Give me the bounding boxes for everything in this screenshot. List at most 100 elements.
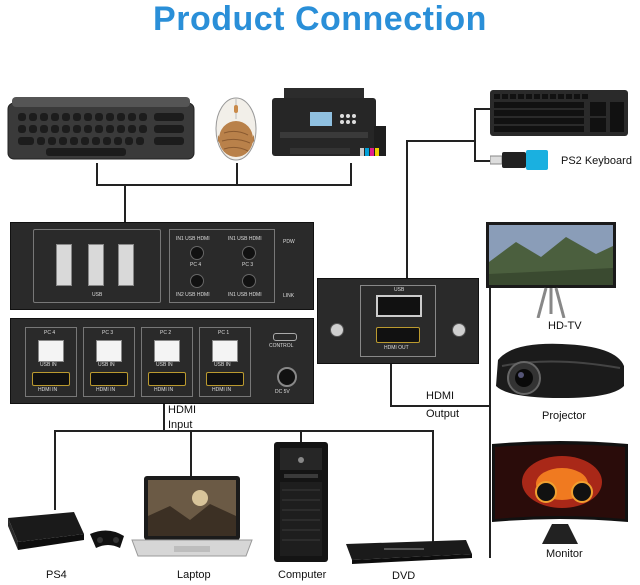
ps2-keyboard-label: PS2 Keyboard — [561, 155, 632, 167]
mouse-image — [212, 95, 260, 163]
input-bus-line — [54, 430, 434, 432]
control-label: CONTROL — [269, 343, 294, 349]
pc1-hdmi-in-label: HDMI IN — [212, 387, 232, 393]
keyboard-drop-line — [96, 163, 98, 185]
extender-usb-label: USB — [394, 287, 405, 293]
pc1-usb-in-port — [212, 340, 238, 362]
pc3-hdmi-in-port — [90, 372, 128, 386]
power-led-label: PDW — [283, 239, 295, 245]
extender-screw-right — [452, 323, 466, 337]
hdmi-output-label-line1: HDMI — [426, 390, 455, 402]
extender-usb-port — [376, 295, 422, 317]
pc2-hdmi-in-label: HDMI IN — [154, 387, 174, 393]
peripheral-bus-line — [96, 184, 352, 186]
usb-port-group: USB — [33, 229, 161, 303]
ps2-horizontal-top-line — [406, 140, 476, 142]
pc2-usb-in-port — [154, 340, 180, 362]
ps4-image — [4, 508, 128, 560]
pc4-port-label: IN1 USB HDMI — [176, 236, 210, 242]
pc4-button[interactable] — [190, 246, 204, 260]
usb-port-2 — [88, 244, 104, 286]
pc1-button[interactable] — [242, 274, 256, 288]
hdtv-label: HD-TV — [548, 320, 582, 332]
usb-port-3 — [118, 244, 134, 286]
ps2-right-h-line — [474, 160, 490, 162]
dvd-label: DVD — [392, 570, 416, 582]
laptop-drop-line — [190, 430, 192, 476]
computer-drop-line — [300, 430, 302, 442]
pc4-usb-in-port — [38, 340, 64, 362]
pc3-hdmi-in-label: HDMI IN — [96, 387, 116, 393]
output-vertical-line — [489, 258, 491, 558]
extender-down-line — [390, 362, 392, 406]
pc3-port-label: IN1 USB HDMI — [228, 236, 262, 242]
extender-hdmi-out-port — [376, 327, 420, 343]
back-pc2-label: PC 2 — [160, 330, 172, 336]
back-pc1-label: PC 1 — [218, 330, 230, 336]
monitor-image — [490, 440, 630, 548]
ps4-drop-line — [54, 430, 56, 510]
projector-image — [492, 340, 628, 402]
pc1-back-group: PC 1 USB IN HDMI IN — [199, 327, 251, 397]
laptop-label: Laptop — [177, 569, 211, 581]
laptop-image — [130, 476, 254, 560]
keyboard-right-h-line — [474, 108, 490, 110]
mouse-drop-line — [236, 163, 238, 185]
front-usb-label: USB — [92, 292, 103, 298]
hdmi-output-label-line2: Output — [426, 408, 460, 420]
projector-label: Projector — [542, 410, 587, 422]
page-title: Product Connection — [153, 0, 487, 38]
dvd-drop-line — [432, 430, 434, 542]
pc4-hdmi-in-port — [32, 372, 70, 386]
pc3-usb-in-label: USB IN — [98, 362, 115, 368]
computer-image — [272, 440, 330, 564]
pc3-button[interactable] — [242, 246, 256, 260]
pc2-back-group: PC 2 USB IN HDMI IN — [141, 327, 193, 397]
pc3-usb-in-port — [96, 340, 122, 362]
kvm-switch-front: USB IN1 USB HDMI IN1 USB HDMI PC 4 PC 3 … — [10, 222, 314, 310]
hdmi-output-h-line — [390, 405, 490, 407]
pc3-back-group: PC 3 USB IN HDMI IN — [83, 327, 135, 397]
hdtv-image — [486, 222, 616, 318]
input-vertical-line — [163, 398, 165, 432]
printer-image — [270, 88, 390, 164]
computer-label: Computer — [278, 569, 327, 581]
pc1-port-label: IN1 USB HDMI — [228, 292, 262, 298]
extender-hdmi-out-label: HDMI OUT — [384, 345, 409, 351]
dc-label: DC 5V — [275, 389, 290, 395]
link-led-label: LINK — [283, 293, 295, 299]
dvd-image — [344, 540, 474, 566]
usb-port-1 — [56, 244, 72, 286]
dc-power-port — [277, 367, 297, 387]
hdmi-input-label-line1: HDMI — [168, 404, 197, 416]
kvm-switch-back: PC 4 USB IN HDMI IN PC 3 USB IN HDMI IN … — [10, 318, 314, 404]
ps4-label: PS4 — [46, 569, 67, 581]
extender-port-frame — [360, 285, 436, 357]
back-pc4-label: PC 4 — [44, 330, 56, 336]
pc1-hdmi-in-port — [206, 372, 244, 386]
extender-unit: USB HDMI OUT — [317, 278, 479, 364]
ps2-keyboard-image — [490, 88, 630, 138]
extender-screw-left — [330, 323, 344, 337]
pc2-button[interactable] — [190, 274, 204, 288]
pc4-label: PC 4 — [190, 262, 202, 268]
printer-drop-line — [350, 163, 352, 185]
back-pc3-label: PC 3 — [102, 330, 114, 336]
control-port — [273, 333, 297, 341]
ps2-dongle-image — [490, 148, 550, 172]
hdmi-input-label-line2: Input — [168, 419, 193, 431]
keyboard-image — [6, 95, 196, 163]
monitor-label: Monitor — [546, 548, 583, 560]
keyboard-right-line — [474, 108, 476, 162]
pc2-usb-in-label: USB IN — [156, 362, 173, 368]
pc4-hdmi-in-label: HDMI IN — [38, 387, 58, 393]
ps2-vertical-line — [406, 140, 408, 280]
pc4-back-group: PC 4 USB IN HDMI IN — [25, 327, 77, 397]
pc2-port-label: IN2 USB HDMI — [176, 292, 210, 298]
pc3-label: PC 3 — [242, 262, 254, 268]
pc2-hdmi-in-port — [148, 372, 186, 386]
pc4-usb-in-label: USB IN — [40, 362, 57, 368]
pc1-usb-in-label: USB IN — [214, 362, 231, 368]
peripheral-to-switch-line — [124, 184, 126, 224]
pc-select-group: IN1 USB HDMI IN1 USB HDMI PC 4 PC 3 IN2 … — [169, 229, 275, 303]
